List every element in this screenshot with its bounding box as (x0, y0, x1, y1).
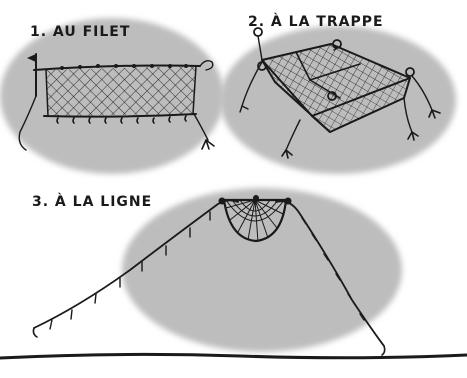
panel-trap: 2. À LA TRAPPE (220, 13, 456, 174)
panel-net: 1. AU FILET (0, 18, 224, 174)
line-caption: 3. À LA LIGNE (32, 193, 152, 210)
ground-line (0, 354, 467, 358)
trap-caption: 2. À LA TRAPPE (248, 13, 384, 30)
line-shadow-blob (122, 188, 402, 352)
panel-line: 3. À LA LIGNE (32, 188, 402, 355)
net-caption: 1. AU FILET (30, 24, 130, 40)
